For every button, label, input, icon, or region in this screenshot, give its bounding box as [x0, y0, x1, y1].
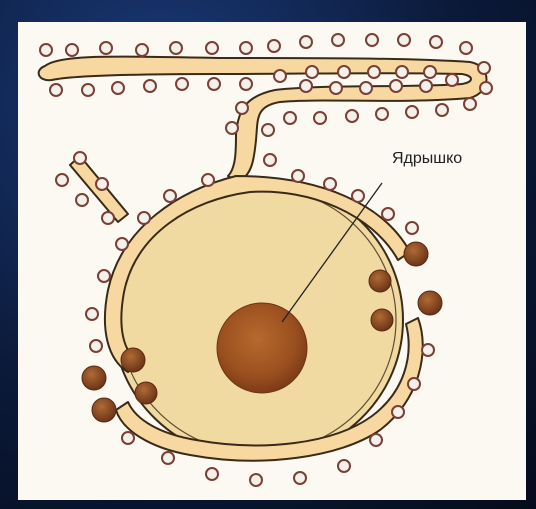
nuclear-pore	[371, 309, 393, 331]
ribosome	[300, 80, 312, 92]
ribosome	[360, 82, 372, 94]
ribosome	[112, 82, 124, 94]
ribosome	[346, 110, 358, 122]
ribosome	[268, 40, 280, 52]
nucleolus-label: Ядрышко	[392, 150, 462, 168]
ribosome	[284, 112, 296, 124]
ribosome	[236, 102, 248, 114]
ribosome	[430, 36, 442, 48]
ribosome	[366, 34, 378, 46]
ribosome	[144, 80, 156, 92]
ribosome	[250, 474, 262, 486]
ribosome	[478, 62, 490, 74]
ribosome	[396, 66, 408, 78]
ribosome	[392, 406, 404, 418]
ribosome	[206, 42, 218, 54]
ribosome	[330, 82, 342, 94]
ribosome	[480, 82, 492, 94]
ribosome	[176, 78, 188, 90]
ribosome	[262, 124, 274, 136]
ribosome	[382, 208, 394, 220]
ribosome	[86, 308, 98, 320]
ribosome	[306, 66, 318, 78]
ribosome	[122, 432, 134, 444]
ribosome	[90, 340, 102, 352]
nuclear-pore	[82, 366, 106, 390]
ribosome	[274, 70, 286, 82]
nucleolus	[217, 303, 307, 393]
ribosome	[74, 152, 86, 164]
nuclear-pore	[369, 270, 391, 292]
ribosome	[406, 106, 418, 118]
ribosome	[314, 112, 326, 124]
ribosome	[40, 44, 52, 56]
ribosome	[390, 80, 402, 92]
ribosome	[96, 178, 108, 190]
ribosome	[376, 108, 388, 120]
ribosome	[206, 468, 218, 480]
nuclear-pore	[404, 242, 428, 266]
ribosome	[82, 84, 94, 96]
ribosome	[406, 222, 418, 234]
ribosome	[398, 34, 410, 46]
ribosome	[102, 212, 114, 224]
ribosome	[116, 238, 128, 250]
nuclear-pore	[418, 291, 442, 315]
ribosome	[300, 36, 312, 48]
ribosome	[460, 42, 472, 54]
ribosome	[136, 44, 148, 56]
ribosome	[50, 84, 62, 96]
ribosome	[436, 104, 448, 116]
nuclear-pore	[92, 398, 116, 422]
ribosome	[408, 378, 420, 390]
ribosome	[170, 42, 182, 54]
nuclear-pore	[135, 382, 157, 404]
ribosome	[422, 344, 434, 356]
ribosome	[264, 154, 276, 166]
ribosome	[370, 434, 382, 446]
ribosome	[464, 98, 476, 110]
ribosome	[208, 78, 220, 90]
ribosome	[162, 452, 174, 464]
ribosome	[368, 66, 380, 78]
ribosome	[420, 80, 432, 92]
ribosome	[324, 178, 336, 190]
ribosome	[240, 78, 252, 90]
ribosome	[424, 66, 436, 78]
ribosome	[138, 212, 150, 224]
ribosome	[226, 122, 238, 134]
nuclear-pore	[121, 348, 145, 372]
ribosome	[164, 190, 176, 202]
ribosome	[338, 66, 350, 78]
ribosome	[446, 74, 458, 86]
ribosome	[66, 44, 78, 56]
ribosome	[202, 174, 214, 186]
ribosome	[338, 460, 350, 472]
ribosome	[76, 194, 88, 206]
ribosome	[352, 190, 364, 202]
ribosome	[294, 472, 306, 484]
ribosome	[100, 42, 112, 54]
ribosome	[292, 170, 304, 182]
ribosome	[56, 174, 68, 186]
ribosome	[332, 34, 344, 46]
ribosome	[240, 42, 252, 54]
ribosome	[98, 270, 110, 282]
